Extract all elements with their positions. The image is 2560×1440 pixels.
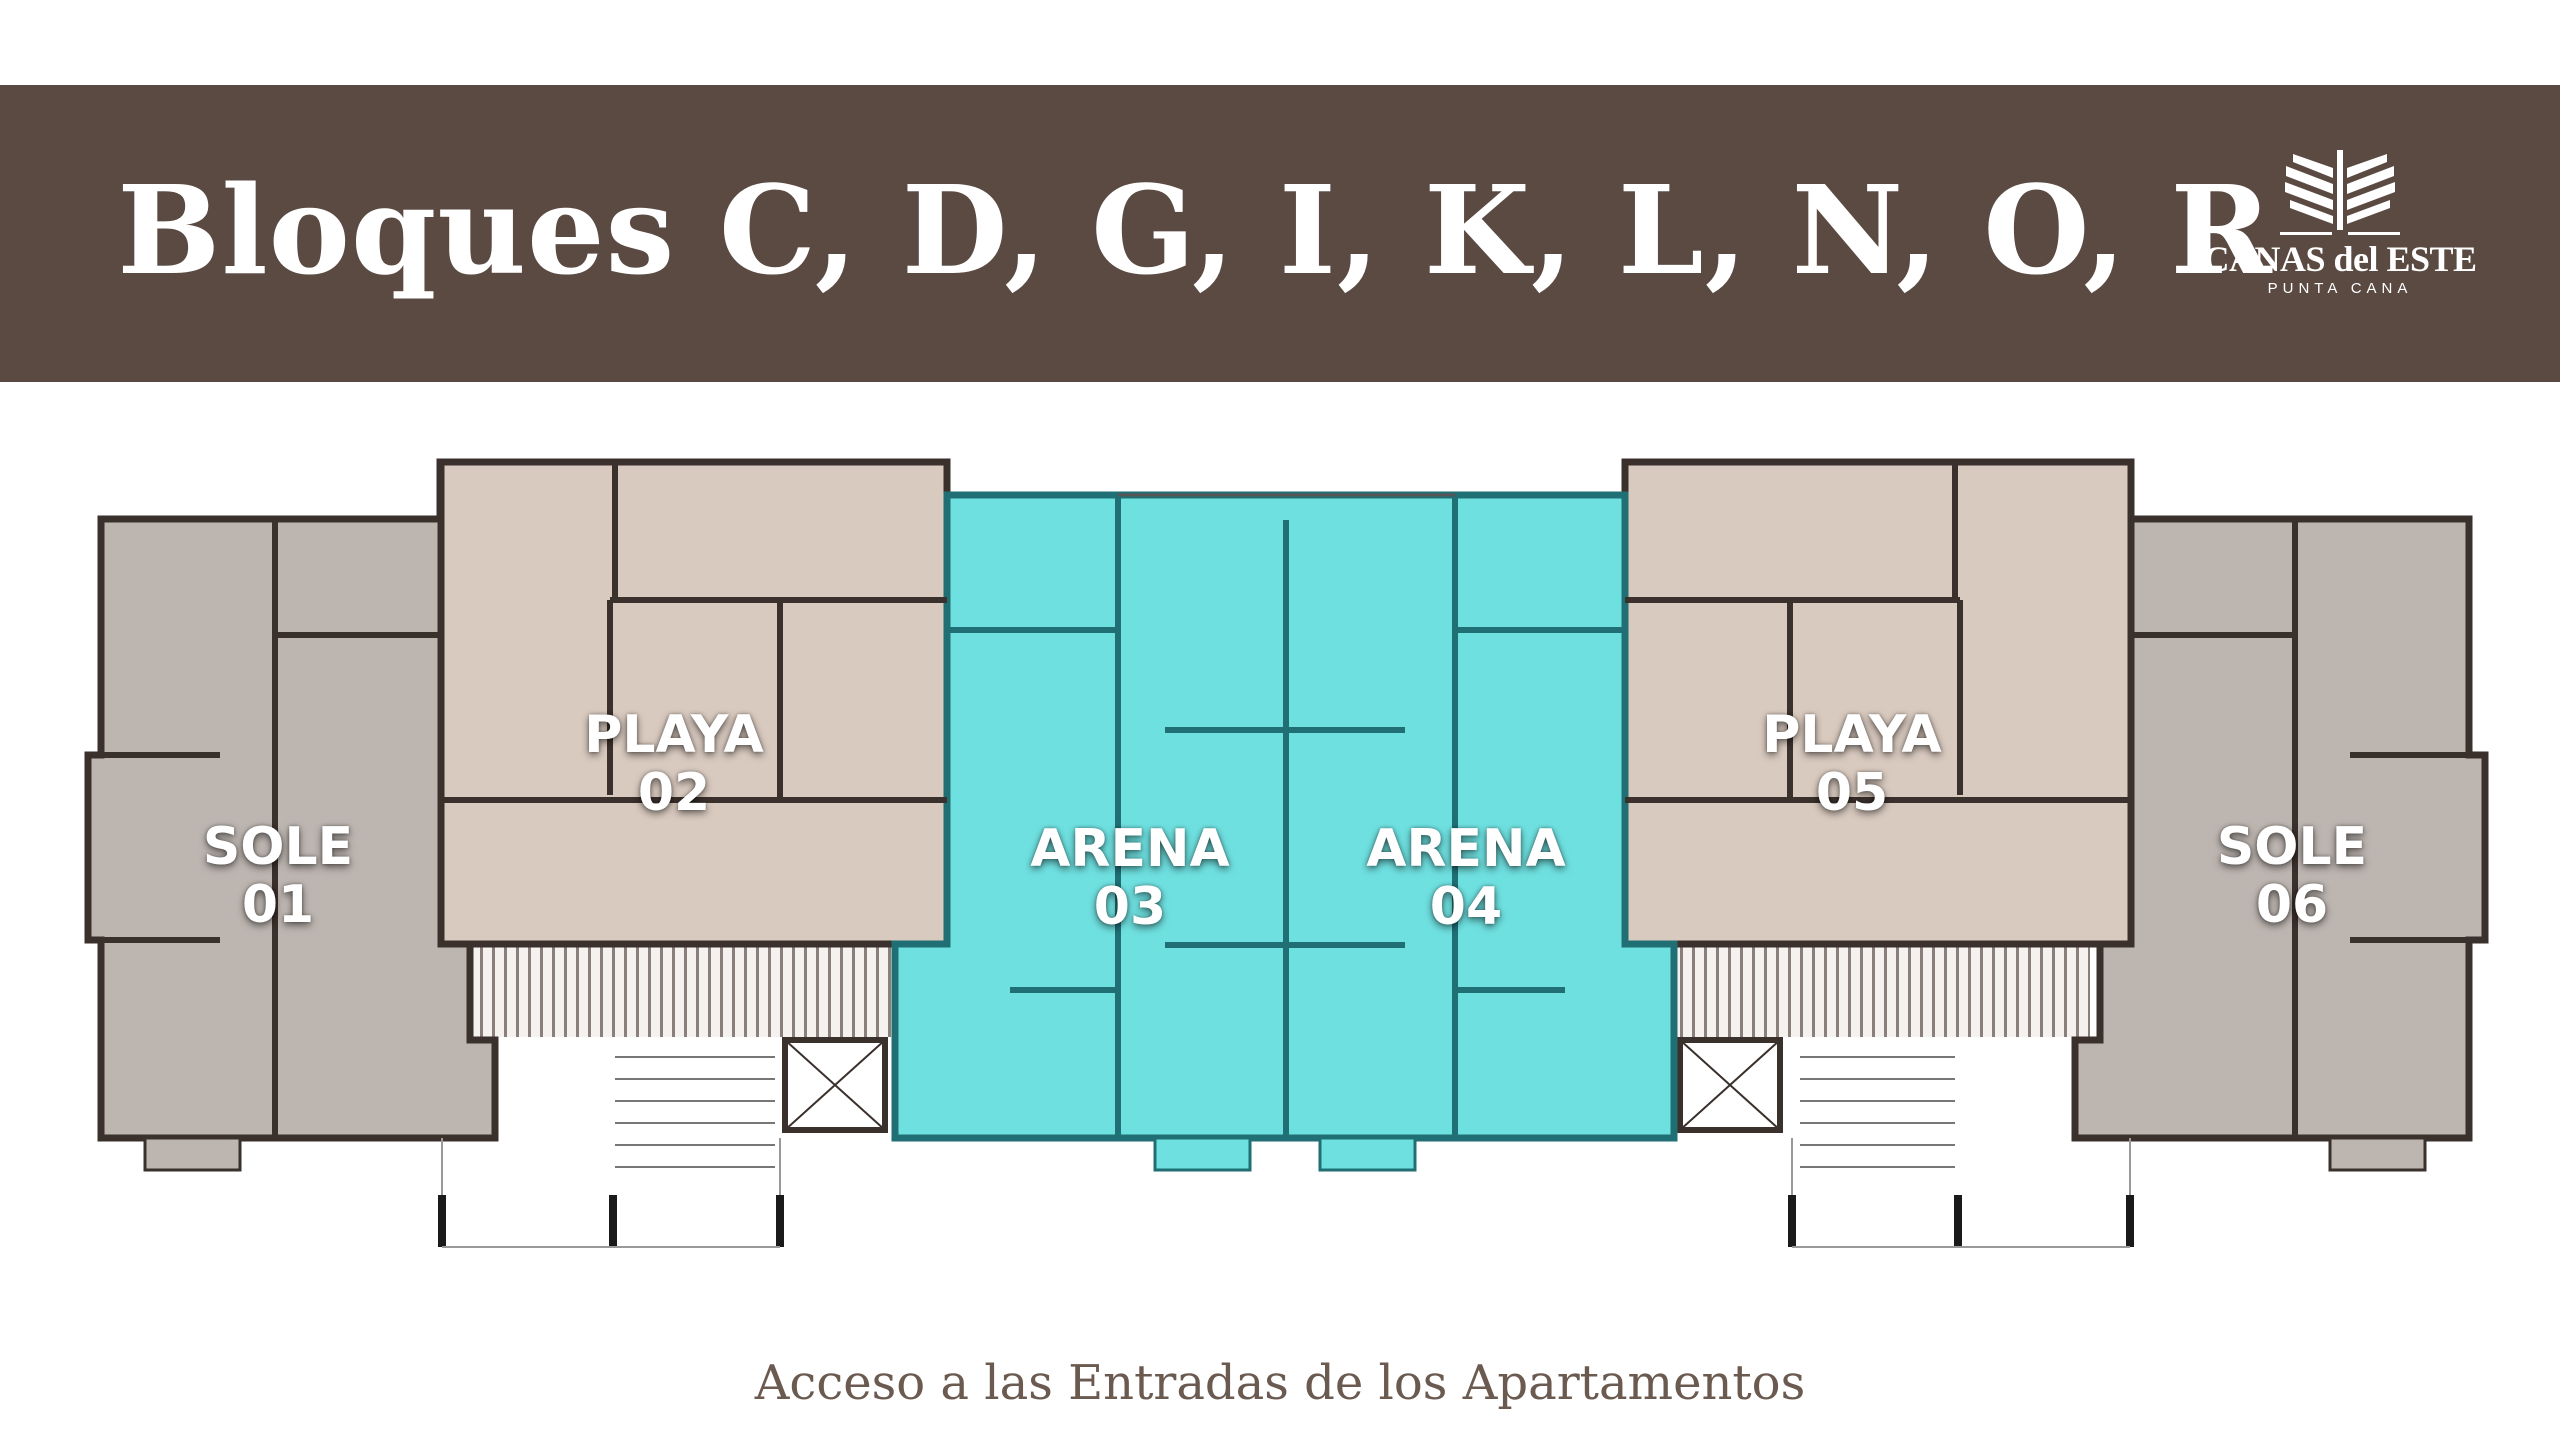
stairs-left: [615, 1040, 775, 1170]
unit-name: PLAYA: [584, 705, 764, 765]
corridor-left: [470, 944, 900, 1037]
unit-number: 04: [1429, 877, 1503, 937]
corridor-right: [1670, 944, 2090, 1037]
unit-name: PLAYA: [1762, 705, 1942, 765]
unit-sole-06: [2071, 458, 2489, 1142]
unit-number: 05: [1815, 763, 1889, 823]
unit-number: 01: [241, 875, 315, 935]
access-caption: Acceso a las Entradas de los Apartamento…: [754, 1355, 1806, 1411]
palm-leaf-icon: [2280, 150, 2400, 235]
unit-playa-02: [437, 458, 951, 948]
unit-playa-05: [1621, 458, 2135, 948]
balcony-arena-04: [1318, 1136, 1417, 1172]
balcony-arena-03: [1153, 1136, 1252, 1172]
header-banner: [0, 85, 2560, 382]
unit-number: 02: [637, 763, 711, 823]
unit-name: ARENA: [1030, 819, 1230, 879]
unit-number: 06: [2255, 875, 2329, 935]
elevator-right: [1677, 1037, 1783, 1133]
entrance-posts: [438, 1195, 2134, 1247]
logo: CANAS del ESTE PUNTA CANA: [2190, 148, 2490, 308]
logo-brand: CANAS del ESTE: [2203, 239, 2477, 279]
unit-number: 03: [1093, 877, 1167, 937]
interior-walls: [101, 462, 2469, 1138]
balcony-sole-01: [143, 1136, 242, 1172]
unit-sole-01: [84, 458, 499, 1142]
stairs-right: [1800, 1040, 1955, 1170]
balcony-sole-06: [2328, 1136, 2427, 1172]
entrance-lines: [441, 1138, 2131, 1248]
page-title: Bloques C, D, G, I, K, L, N, O, R: [117, 158, 2273, 302]
arena-interior-walls: [947, 495, 1625, 1138]
unit-name: ARENA: [1366, 819, 1566, 879]
logo-location: PUNTA CANA: [2267, 280, 2413, 297]
unit-name: SOLE: [202, 817, 354, 877]
unit-name: SOLE: [2216, 817, 2368, 877]
elevator-left: [782, 1037, 888, 1133]
